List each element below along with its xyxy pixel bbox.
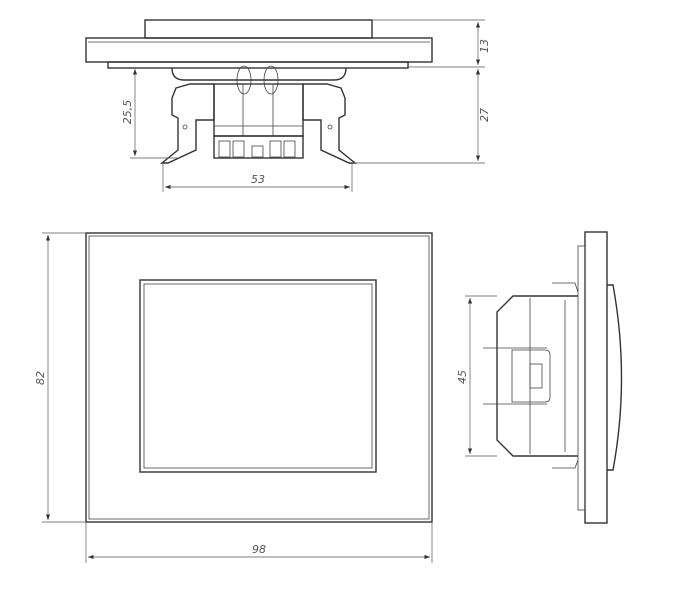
frame-side bbox=[584, 231, 608, 524]
right-clamp bbox=[302, 83, 357, 164]
mechanism-body bbox=[171, 67, 347, 81]
side-view: 45 bbox=[456, 231, 623, 524]
rocker-top bbox=[144, 19, 373, 39]
dim-25-5: 25,5 bbox=[121, 100, 134, 125]
mechanism-side bbox=[496, 295, 578, 457]
dim-45: 45 bbox=[456, 370, 469, 384]
rocker-outline bbox=[139, 279, 377, 473]
terminal-block bbox=[213, 135, 304, 159]
dim-82: 82 bbox=[34, 371, 47, 385]
dim-27: 27 bbox=[478, 108, 491, 122]
top-view: 13 27 25,5 53 bbox=[85, 19, 491, 192]
dim-53: 53 bbox=[251, 173, 265, 186]
front-view: 82 98 bbox=[34, 232, 433, 563]
left-clamp bbox=[160, 83, 215, 164]
rocker-side bbox=[607, 284, 623, 471]
base-plate-top bbox=[107, 61, 409, 69]
frame-outer bbox=[85, 232, 433, 523]
dim-13: 13 bbox=[478, 39, 491, 53]
dim-98: 98 bbox=[252, 543, 266, 556]
